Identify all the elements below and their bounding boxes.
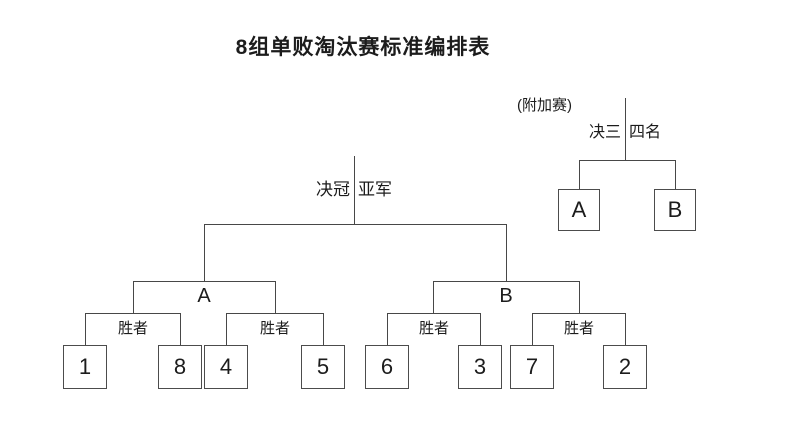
seed-slot-3: 3 xyxy=(458,345,502,389)
qf3-drop-line xyxy=(433,281,434,314)
final-label: 决冠 亚军 xyxy=(254,175,454,200)
qf4-connector-line xyxy=(532,313,625,314)
seed4-stub-line xyxy=(226,313,227,345)
playoff-drop-line-left xyxy=(579,160,580,190)
final-label-right: 亚军 xyxy=(358,180,392,199)
semifinal-a-drop-line xyxy=(204,224,205,282)
playoff-slot-b: B xyxy=(654,189,696,231)
final-connector-line xyxy=(204,224,506,225)
seed-slot-1: 1 xyxy=(63,345,107,389)
seed2-stub-line xyxy=(625,313,626,345)
final-stem-line xyxy=(354,156,355,224)
qf1-winner-label: 胜者 xyxy=(117,320,148,337)
qf3-connector-line xyxy=(387,313,480,314)
semifinal-b-drop-line xyxy=(506,224,507,282)
qf3-winner-label: 胜者 xyxy=(418,320,449,337)
seed5-stub-line xyxy=(323,313,324,345)
final-label-left: 决冠 xyxy=(316,180,350,199)
qf4-winner-label: 胜者 xyxy=(563,320,594,337)
playoff-slot-a: A xyxy=(558,189,600,231)
group-a-label: A xyxy=(197,285,211,307)
playoff-final-label-right: 四名 xyxy=(629,124,662,141)
seed-slot-6: 6 xyxy=(365,345,409,389)
seed-slot-5: 5 xyxy=(301,345,345,389)
group-b-label: B xyxy=(499,285,513,307)
playoff-connector-line xyxy=(579,160,676,161)
seed3-stub-line xyxy=(480,313,481,345)
playoff-final-label-left: 决三 xyxy=(588,124,621,141)
semifinal-b-connector-line xyxy=(433,281,579,282)
playoff-note: (附加赛) xyxy=(517,97,572,114)
seed-slot-7: 7 xyxy=(510,345,554,389)
seed1-stub-line xyxy=(85,313,86,345)
playoff-final-label: 决三 四名 xyxy=(525,118,725,142)
playoff-drop-line-right xyxy=(675,160,676,190)
qf2-drop-line xyxy=(275,281,276,314)
seed8-stub-line xyxy=(180,313,181,345)
seed7-stub-line xyxy=(532,313,533,345)
semifinal-a-connector-line xyxy=(133,281,275,282)
qf1-connector-line xyxy=(85,313,180,314)
seed-slot-2: 2 xyxy=(603,345,647,389)
qf2-connector-line xyxy=(226,313,323,314)
qf2-winner-label: 胜者 xyxy=(259,320,290,337)
page-title: 8组单败淘汰赛标准编排表 xyxy=(235,36,491,59)
qf4-drop-line xyxy=(579,281,580,314)
seed-slot-8: 8 xyxy=(158,345,202,389)
seed-slot-4: 4 xyxy=(204,345,248,389)
qf1-drop-line xyxy=(133,281,134,314)
playoff-final-stem-line xyxy=(625,98,626,160)
seed6-stub-line xyxy=(387,313,388,345)
